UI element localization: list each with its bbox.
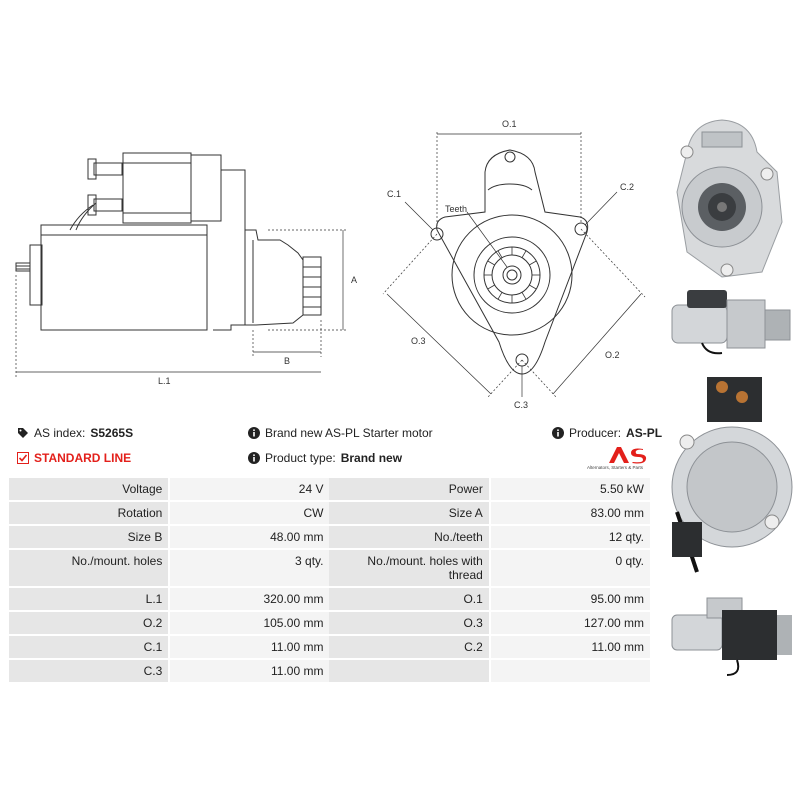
spec-value: 320.00 mm [168, 587, 330, 612]
dimension-c1-label: C.1 [387, 189, 401, 199]
dimension-c3-label: C.3 [514, 400, 528, 410]
spec-value: 48.00 mm [168, 525, 330, 550]
dimension-b-label: B [284, 356, 290, 366]
info-icon [552, 427, 564, 439]
as-pl-logo: Alternators, Starters & Parts [585, 445, 655, 473]
dimension-o1-label: O.1 [502, 119, 517, 129]
spec-value [488, 659, 650, 684]
front-view-drawing: O.1 C.1 C.2 Teeth O.3 O.2 C.3 [382, 119, 646, 410]
as-index-label: AS index: [34, 426, 86, 440]
spec-value: CW [168, 501, 330, 526]
dimension-a-label: A [351, 275, 357, 285]
spec-label: No./mount. holes [9, 549, 170, 588]
spec-value: 11.00 mm [168, 635, 330, 660]
spec-value: 83.00 mm [488, 501, 650, 526]
product-type: Product type: Brand new [248, 451, 402, 465]
spec-label: L.1 [9, 587, 170, 612]
tags-icon [18, 428, 28, 438]
dimension-o2-label: O.2 [605, 350, 620, 360]
dimension-o3-label: O.3 [411, 336, 426, 346]
spec-value: 24 V [168, 478, 330, 502]
spec-label: Voltage [9, 478, 170, 502]
dimension-l1-label: L.1 [158, 376, 171, 386]
spec-value: 95.00 mm [488, 587, 650, 612]
as-logo-mark [609, 447, 647, 464]
spec-value: 11.00 mm [168, 659, 330, 684]
spec-label: C.1 [9, 635, 170, 660]
spec-label [329, 659, 490, 684]
spec-value: 3 qty. [168, 549, 330, 588]
as-index: AS index: S5265S [17, 426, 133, 440]
checkbox-checked-icon [17, 452, 29, 464]
spec-value: 0 qty. [488, 549, 650, 588]
product-description: Brand new AS-PL Starter motor [248, 426, 433, 440]
product-type-value: Brand new [340, 451, 403, 465]
side-view-drawing: A B L.1 [15, 152, 357, 386]
standard-line-label: STANDARD LINE [34, 451, 132, 465]
spec-value: 127.00 mm [488, 611, 650, 636]
spec-value: 105.00 mm [168, 611, 330, 636]
standard-line: STANDARD LINE [17, 451, 131, 465]
producer-label: Producer: [569, 426, 622, 440]
product-photo-rear [667, 372, 797, 587]
spec-label: Rotation [9, 501, 170, 526]
info-icon [248, 427, 260, 439]
teeth-label: Teeth [445, 204, 467, 214]
spec-label: O.1 [329, 587, 490, 612]
producer-value: AS-PL [626, 426, 663, 440]
spec-label: O.2 [9, 611, 170, 636]
logo-tagline: Alternators, Starters & Parts [587, 465, 644, 470]
spec-label: C.2 [329, 635, 490, 660]
spec-label: C.3 [9, 659, 170, 684]
spec-label: Size B [9, 525, 170, 550]
info-icon [248, 452, 260, 464]
spec-value: 12 qty. [488, 525, 650, 550]
product-photo-side-2 [667, 590, 797, 680]
spec-label: No./teeth [329, 525, 490, 550]
product-photo-side-1 [667, 285, 797, 360]
dimension-c2-label: C.2 [620, 182, 634, 192]
spec-label: No./mount. holes with thread [329, 549, 490, 588]
description-text: Brand new AS-PL Starter motor [265, 426, 433, 440]
spec-value: 11.00 mm [488, 635, 650, 660]
product-photo-front [667, 112, 792, 282]
spec-label: O.3 [329, 611, 490, 636]
as-index-value: S5265S [90, 426, 134, 440]
producer: Producer: AS-PL [552, 426, 662, 440]
spec-label: Power [329, 478, 490, 502]
product-type-label: Product type: [265, 451, 336, 465]
spec-value: 5.50 kW [488, 478, 650, 502]
spec-label: Size A [329, 501, 490, 526]
